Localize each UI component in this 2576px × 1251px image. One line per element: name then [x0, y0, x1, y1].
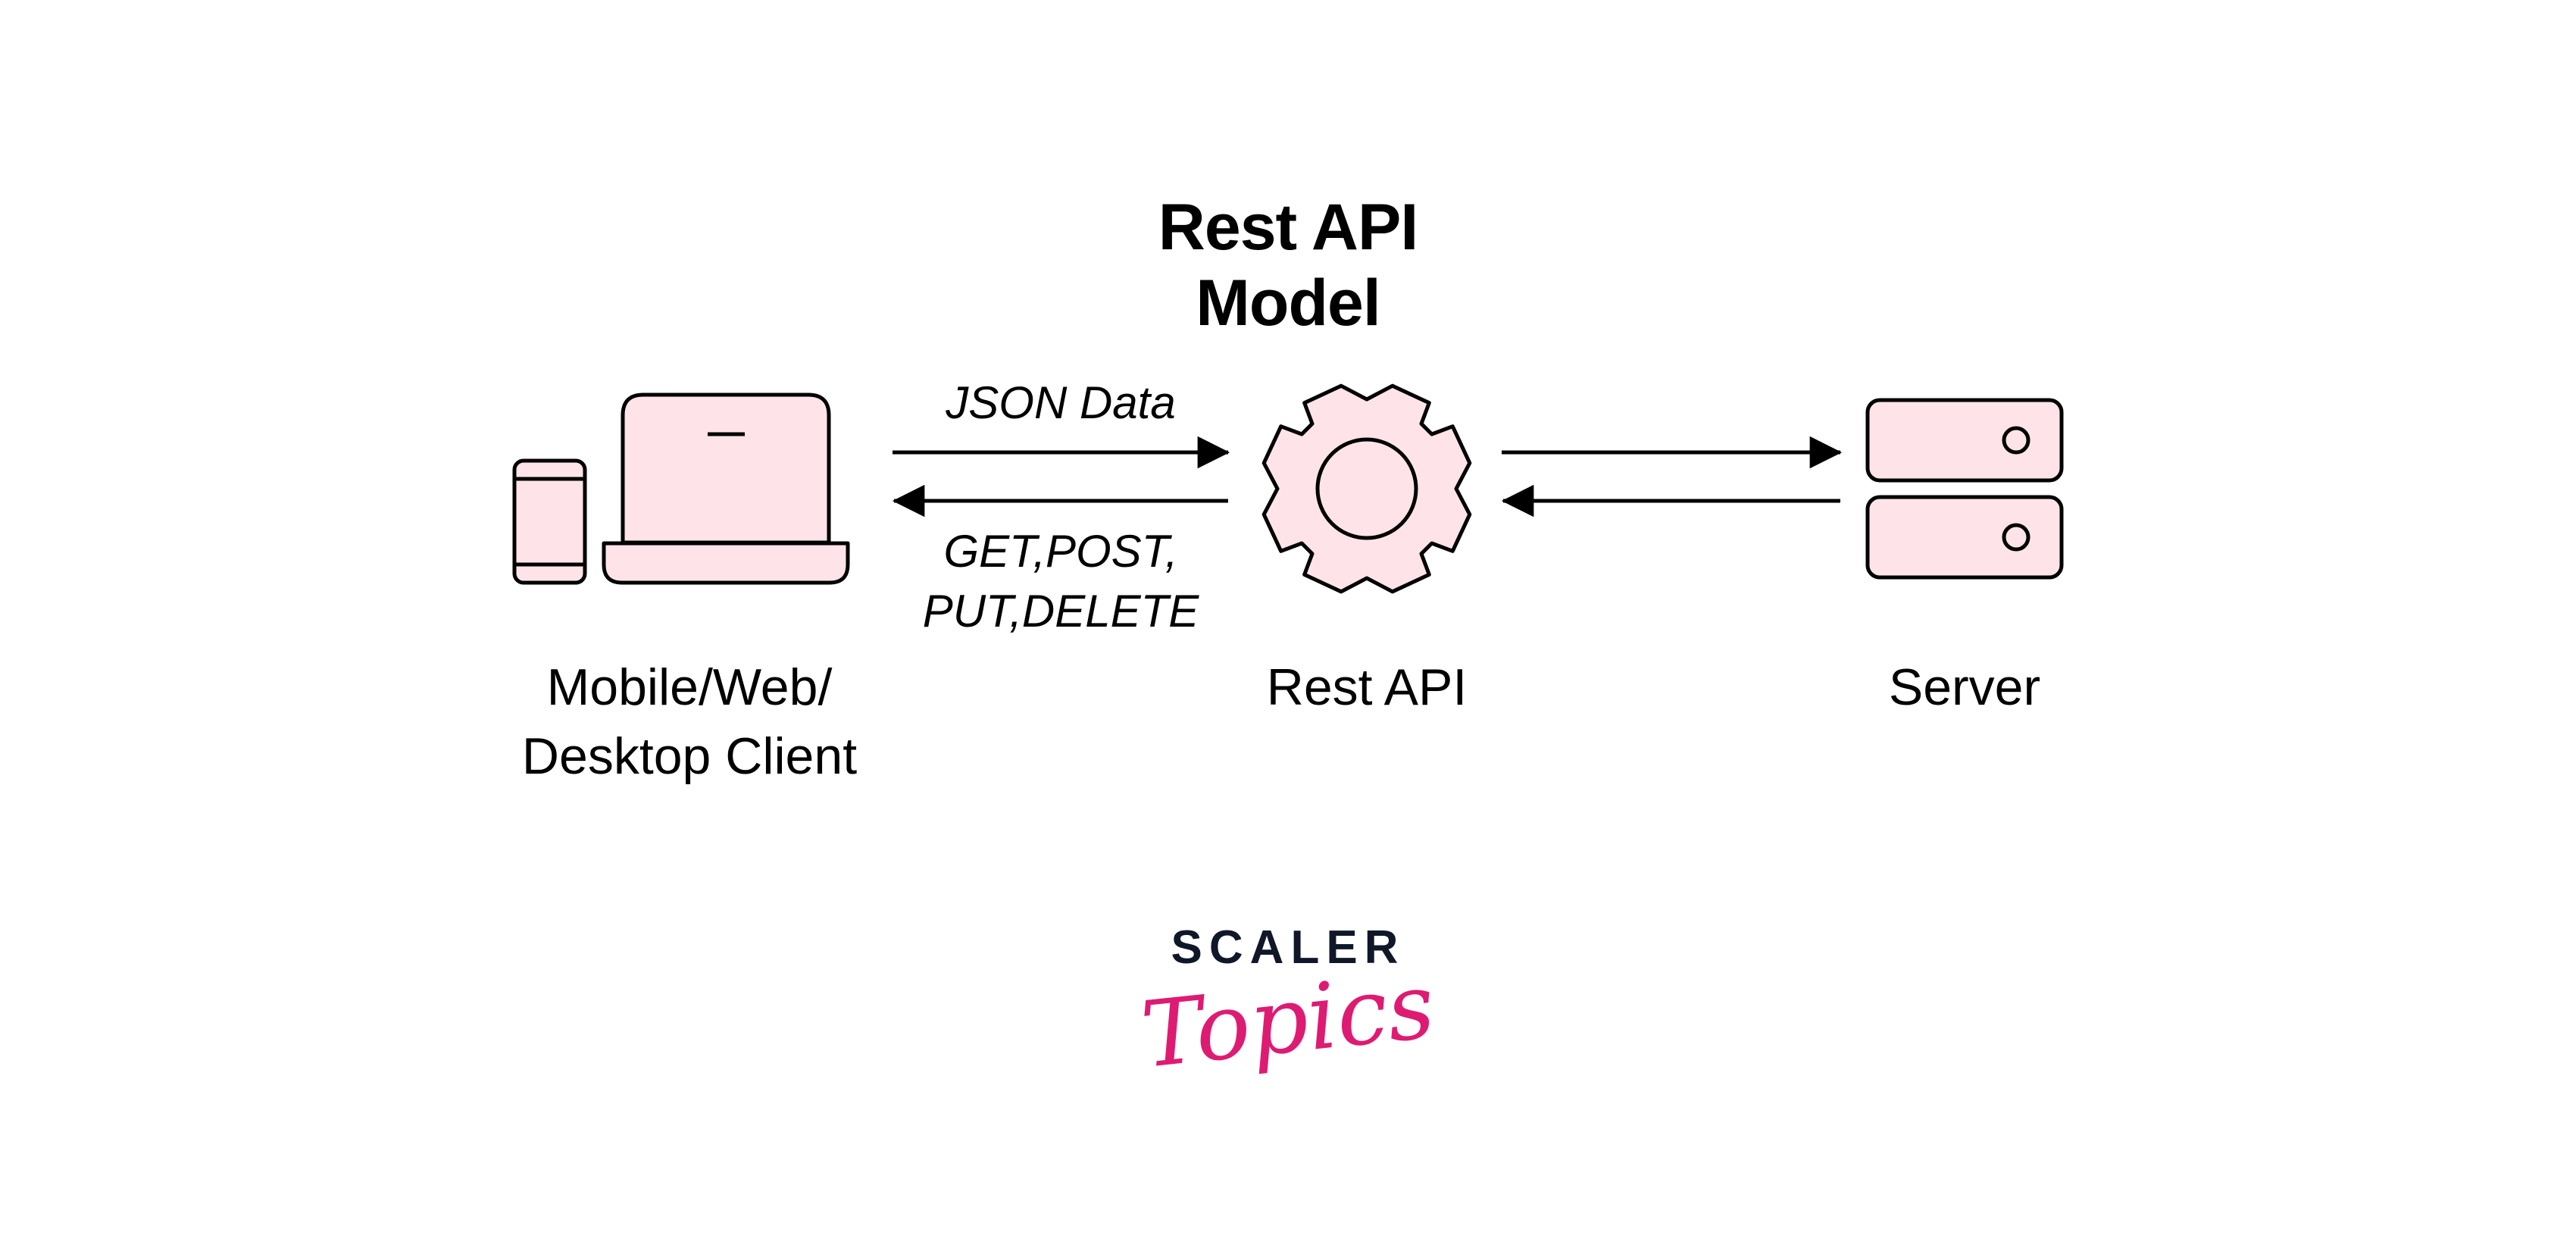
- rest-api-label: Rest API: [1266, 658, 1468, 716]
- scaler-topics-logo: SCALER Topics: [1136, 921, 1440, 1089]
- http-methods-line1: GET,POST,: [943, 526, 1178, 577]
- server-unit-top: [1865, 398, 2064, 483]
- server-label: Server: [1888, 658, 2041, 716]
- server-led-top: [2002, 426, 2030, 455]
- server-icon: [1865, 398, 2064, 580]
- client-label-line2: Desktop Client: [521, 727, 858, 785]
- gear-icon: [1261, 383, 1472, 594]
- diagram-title: Rest API Model: [1158, 191, 1418, 339]
- client-label-line1: Mobile/Web/: [546, 658, 833, 716]
- laptop-icon: [602, 393, 850, 585]
- edge-label-json-data: JSON Data: [946, 377, 1176, 428]
- edge-label-http-methods: GET,POST, PUT,DELETE: [894, 521, 1227, 641]
- server-unit-bottom: [1865, 495, 2064, 580]
- http-methods-line2: PUT,DELETE: [922, 586, 1199, 636]
- client-label: Mobile/Web/ Desktop Client: [462, 653, 917, 791]
- server-led-bottom: [2002, 523, 2030, 552]
- mobile-phone-icon: [512, 458, 587, 585]
- logo-scaler-text: SCALER: [1171, 921, 1405, 974]
